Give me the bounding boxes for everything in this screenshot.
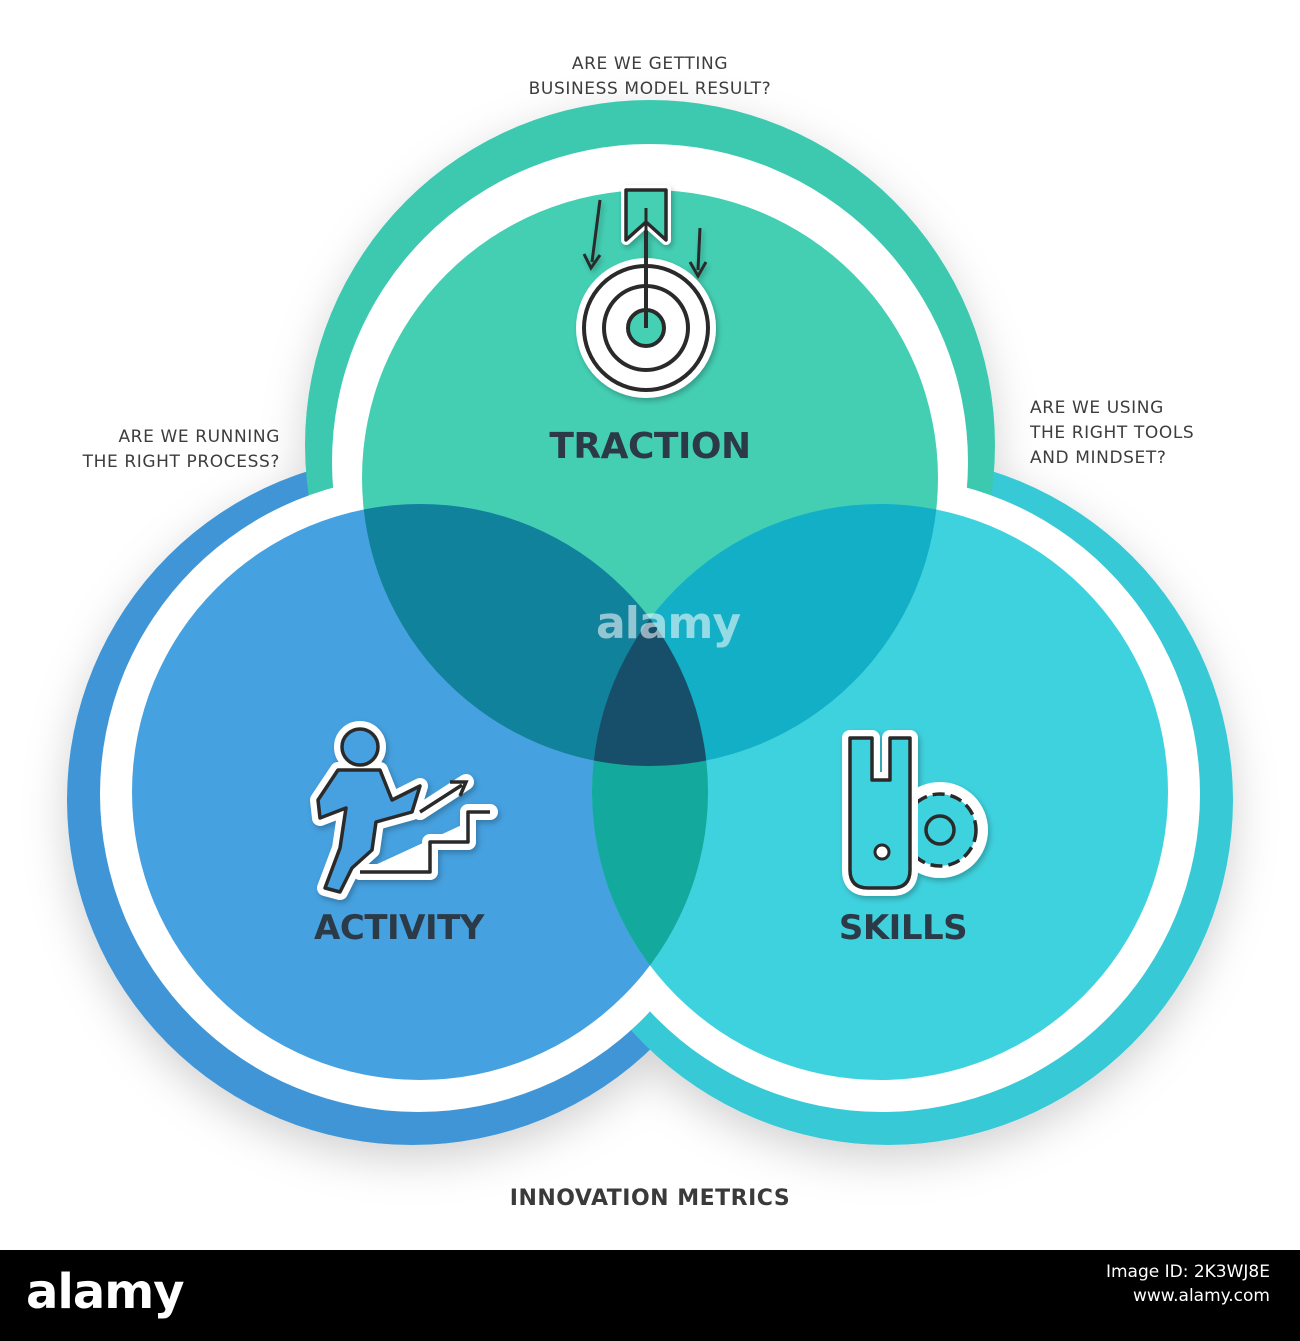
watermark-center: alamy (596, 598, 741, 649)
target-arrow-icon (576, 185, 716, 398)
label-activity: ACTIVITY (314, 908, 484, 948)
label-skills: SKILLS (838, 908, 968, 948)
question-activity: ARE WE RUNNING THE RIGHT PROCESS? (82, 427, 280, 472)
label-traction: TRACTION (549, 426, 751, 467)
overlap-traction-skills (592, 504, 938, 766)
watermark-bar: alamy Image ID: 2K3WJ8E www.alamy.com (0, 1250, 1300, 1341)
site-url: www.alamy.com (1132, 1286, 1270, 1306)
climbing-stairs-icon (310, 721, 498, 900)
image-id: Image ID: 2K3WJ8E (1105, 1262, 1270, 1282)
wrench-gear-icon (842, 730, 988, 896)
venn-svg (67, 100, 1233, 1145)
diagram-title: INNOVATION METRICS (509, 1186, 791, 1211)
image-info: Image ID: 2K3WJ8E www.alamy.com (1106, 1260, 1270, 1308)
venn-diagram: ARE WE GETTING BUSINESS MODEL RESULT? AR… (67, 54, 1233, 1211)
overlap-traction-activity (362, 504, 708, 766)
question-skills: ARE WE USING THE RIGHT TOOLS AND MINDSET… (1030, 398, 1195, 468)
question-traction: ARE WE GETTING BUSINESS MODEL RESULT? (528, 54, 772, 99)
brand-logo: alamy (26, 1264, 185, 1320)
